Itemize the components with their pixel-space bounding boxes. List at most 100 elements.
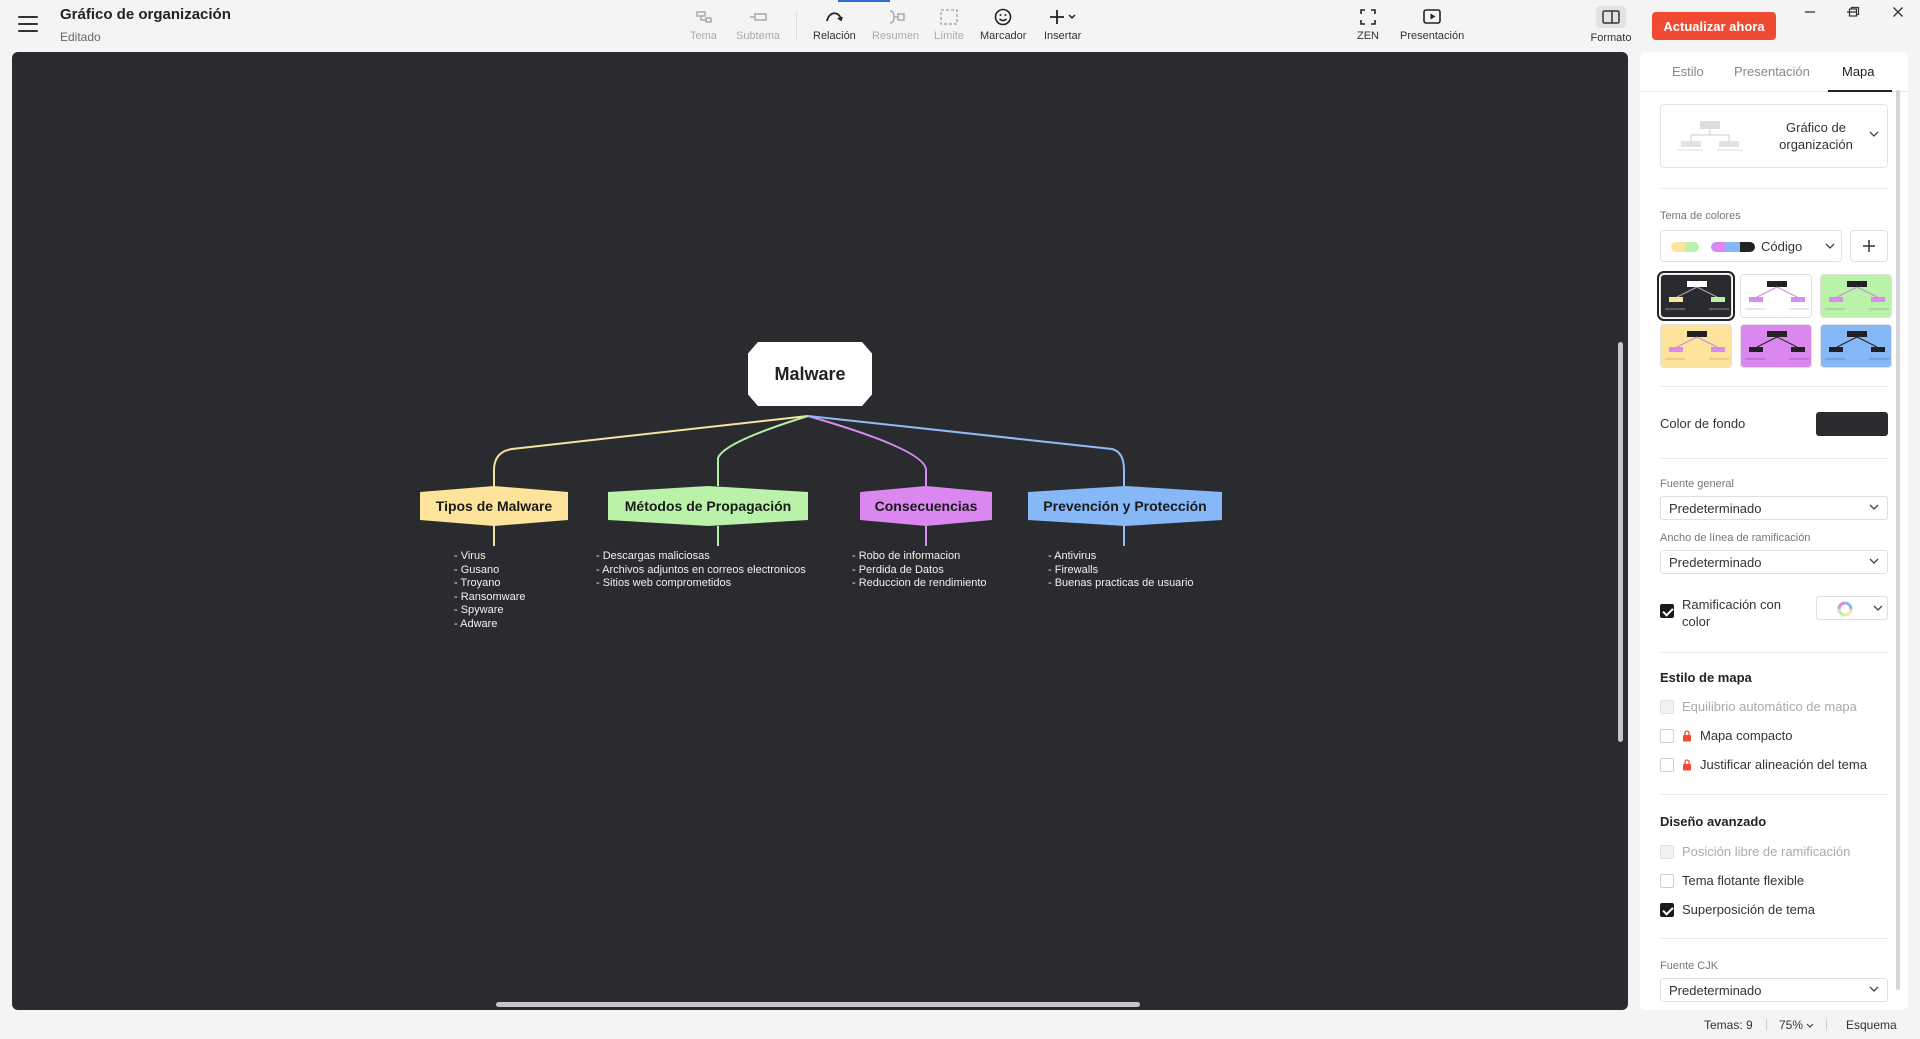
subtema-button[interactable]: Subtema bbox=[736, 8, 780, 48]
smiley-icon bbox=[994, 8, 1012, 26]
fullscreen-icon bbox=[1360, 9, 1376, 25]
branch-notes-prevencion[interactable]: - Antivirus - Firewalls - Buenas practic… bbox=[1048, 550, 1194, 589]
background-color-swatch[interactable] bbox=[1816, 412, 1888, 436]
panel-divider bbox=[1660, 386, 1888, 387]
panel-divider bbox=[1660, 188, 1888, 189]
free-position-checkbox[interactable] bbox=[1660, 845, 1674, 859]
color-branch-select[interactable] bbox=[1816, 596, 1888, 620]
theme-card-yellow[interactable] bbox=[1660, 324, 1732, 368]
insertar-button[interactable]: Insertar bbox=[1044, 8, 1081, 48]
chevron-down-icon bbox=[1869, 984, 1879, 996]
zoom-level[interactable]: 75% bbox=[1779, 1018, 1814, 1032]
free-position-label: Posición libre de ramificación bbox=[1682, 844, 1851, 859]
resumen-button[interactable]: Resumen bbox=[872, 8, 919, 48]
theme-card-white[interactable] bbox=[1740, 274, 1812, 318]
branch-topic-tipos[interactable]: Tipos de Malware bbox=[420, 486, 568, 526]
compact-map-label: Mapa compacto bbox=[1700, 728, 1793, 743]
tab-mapa[interactable]: Mapa bbox=[1842, 64, 1875, 79]
tab-presentacion[interactable]: Presentación bbox=[1734, 64, 1810, 79]
format-panel: Estilo Presentación Mapa Gráfico de orga… bbox=[1640, 52, 1908, 1010]
theme-card-purple[interactable] bbox=[1740, 324, 1812, 368]
panel-divider bbox=[1660, 652, 1888, 653]
chevron-down-icon bbox=[1869, 502, 1879, 514]
add-theme-button[interactable] bbox=[1850, 230, 1888, 262]
auto-balance-checkbox[interactable] bbox=[1660, 700, 1674, 714]
justify-align-checkbox[interactable] bbox=[1660, 758, 1674, 772]
play-screen-icon bbox=[1423, 9, 1441, 24]
toolbar-separator bbox=[796, 12, 797, 40]
close-window-icon[interactable] bbox=[1888, 4, 1908, 20]
minimize-icon[interactable] bbox=[1842, 4, 1862, 20]
status-separator bbox=[1826, 1019, 1827, 1031]
chevron-down-icon bbox=[1825, 241, 1835, 253]
theme-card-blue[interactable] bbox=[1820, 324, 1892, 368]
cjk-font-select[interactable]: Predeterminado bbox=[1660, 978, 1888, 1002]
flexible-floating-label: Tema flotante flexible bbox=[1682, 873, 1805, 888]
chevron-down-icon bbox=[1869, 556, 1879, 568]
font-general-select[interactable]: Predeterminado bbox=[1660, 496, 1888, 520]
outline-button[interactable]: Esquema bbox=[1846, 1018, 1897, 1032]
branch-width-label: Ancho de línea de ramificación bbox=[1660, 532, 1811, 544]
zen-button[interactable]: ZEN bbox=[1357, 8, 1379, 48]
plus-icon bbox=[1863, 240, 1875, 252]
format-button[interactable]: Formato bbox=[1590, 6, 1632, 50]
branch-notes-consecuencias[interactable]: - Robo de informacion - Perdida de Datos… bbox=[852, 550, 987, 589]
panel-divider bbox=[1660, 458, 1888, 459]
structure-label: Gráfico de organización bbox=[1779, 120, 1853, 152]
relation-icon bbox=[826, 12, 844, 22]
theme-swatch-dark bbox=[1711, 242, 1755, 252]
document-status: Editado bbox=[60, 30, 101, 44]
structure-selector[interactable]: Gráfico de organización bbox=[1660, 104, 1888, 168]
top-bar: Gráfico de organización Editado Tema Sub… bbox=[0, 0, 1920, 52]
compact-map-checkbox[interactable] bbox=[1660, 729, 1674, 743]
restore-window-icon[interactable] bbox=[1844, 4, 1864, 20]
theme-card-dark[interactable] bbox=[1657, 271, 1735, 321]
flexible-floating-checkbox[interactable] bbox=[1660, 874, 1674, 888]
panel-scrollbar[interactable] bbox=[1896, 90, 1900, 990]
color-theme-select[interactable]: Código bbox=[1660, 230, 1842, 262]
map-style-title: Estilo de mapa bbox=[1660, 670, 1752, 685]
plus-chevron-icon bbox=[1049, 10, 1076, 24]
boundary-icon bbox=[940, 9, 958, 25]
connector-branch-2 bbox=[807, 415, 927, 486]
root-topic[interactable]: Malware bbox=[748, 342, 872, 406]
status-separator bbox=[1766, 1019, 1767, 1031]
horizontal-scrollbar[interactable] bbox=[496, 1002, 1140, 1007]
chevron-down-icon bbox=[1873, 603, 1883, 615]
tab-estilo[interactable]: Estilo bbox=[1672, 64, 1704, 79]
subtopic-icon bbox=[750, 13, 767, 21]
theme-card-green[interactable] bbox=[1820, 274, 1892, 318]
marcador-button[interactable]: Marcador bbox=[980, 8, 1026, 48]
advanced-design-title: Diseño avanzado bbox=[1660, 814, 1767, 829]
panel-layout-icon bbox=[1596, 6, 1626, 28]
color-branch-checkbox[interactable] bbox=[1660, 604, 1674, 618]
menu-icon[interactable] bbox=[18, 16, 38, 32]
chevron-down-icon bbox=[1869, 129, 1879, 141]
limite-button[interactable]: Límite bbox=[934, 8, 964, 48]
auto-balance-label: Equilibrio automático de mapa bbox=[1682, 699, 1857, 714]
background-color-label: Color de fondo bbox=[1660, 416, 1746, 431]
branch-topic-metodos[interactable]: Métodos de Propagación bbox=[608, 486, 808, 526]
presentacion-button[interactable]: Presentación bbox=[1400, 8, 1464, 48]
minimize-window-icon[interactable] bbox=[1800, 4, 1820, 20]
document-title[interactable]: Gráfico de organización bbox=[60, 6, 231, 23]
theme-swatch-light bbox=[1671, 242, 1699, 252]
topic-overlap-checkbox[interactable] bbox=[1660, 903, 1674, 917]
lock-icon bbox=[1683, 730, 1691, 742]
status-bar: Temas: 9 75% Esquema bbox=[0, 1010, 1920, 1039]
relacion-button[interactable]: Relación bbox=[813, 8, 856, 48]
mindmap-canvas[interactable]: Malware Tipos de Malware Métodos de Prop… bbox=[12, 52, 1628, 1010]
color-theme-value: Código bbox=[1761, 239, 1803, 254]
branch-notes-metodos[interactable]: - Descargas maliciosas - Archivos adjunt… bbox=[596, 550, 806, 589]
branch-width-select[interactable]: Predeterminado bbox=[1660, 550, 1888, 574]
vertical-scrollbar[interactable] bbox=[1618, 342, 1623, 742]
toolbar-active-indicator bbox=[838, 0, 890, 2]
branch-notes-tipos[interactable]: - Virus - Gusano - Troyano - Ransomware … bbox=[454, 550, 526, 630]
upgrade-button[interactable]: Actualizar ahora bbox=[1652, 12, 1776, 40]
panel-divider bbox=[1660, 794, 1888, 795]
branch-topic-prevencion[interactable]: Prevención y Protección bbox=[1028, 486, 1222, 526]
connector-branch-1 bbox=[717, 415, 809, 486]
topic-icon bbox=[696, 11, 713, 23]
branch-topic-consecuencias[interactable]: Consecuencias bbox=[860, 486, 992, 526]
tema-button[interactable]: Tema bbox=[690, 8, 717, 48]
